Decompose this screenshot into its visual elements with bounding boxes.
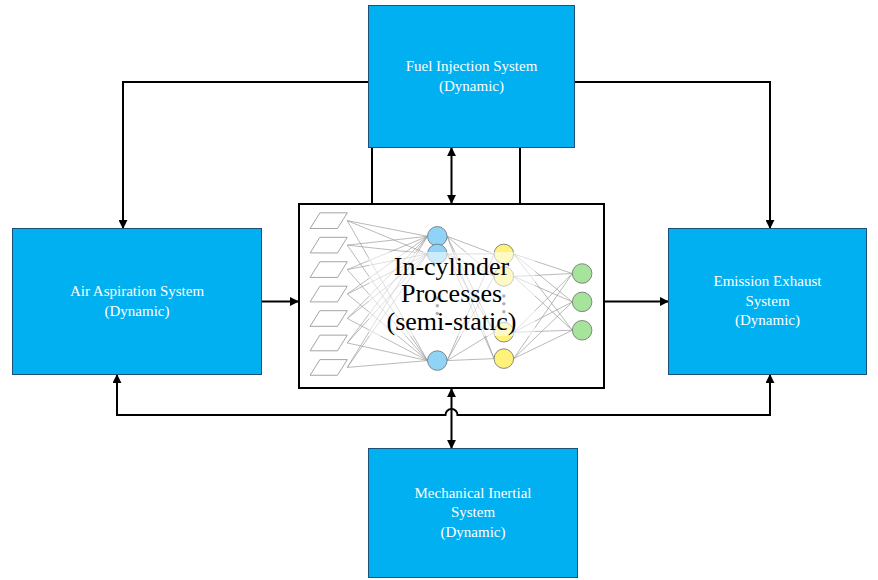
system-kind: (Dynamic)	[105, 302, 170, 322]
connector-arrow	[605, 301, 668, 303]
process-title: In-cylinder Processes (semi-static)	[369, 252, 535, 336]
system-box: Emission Exhaust System(Dynamic)	[668, 228, 867, 375]
process-box: In-cylinder Processes (semi-static)	[298, 203, 605, 389]
system-name: Air Aspiration System	[70, 282, 204, 302]
system-name: Fuel Injection System	[406, 57, 538, 77]
system-name: Emission Exhaust System	[698, 272, 838, 311]
system-box: Air Aspiration System(Dynamic)	[12, 228, 262, 375]
connector-arrow	[262, 301, 298, 303]
connector-arrow	[451, 148, 453, 203]
system-name: Mechanical Inertial System	[403, 484, 543, 523]
connector-arrow	[451, 389, 453, 448]
system-kind: (Dynamic)	[735, 311, 800, 331]
system-box: Mechanical Inertial System(Dynamic)	[368, 448, 578, 578]
system-kind: (Dynamic)	[441, 523, 506, 543]
system-kind: (Dynamic)	[439, 77, 504, 97]
system-box: Fuel Injection System(Dynamic)	[368, 5, 575, 148]
